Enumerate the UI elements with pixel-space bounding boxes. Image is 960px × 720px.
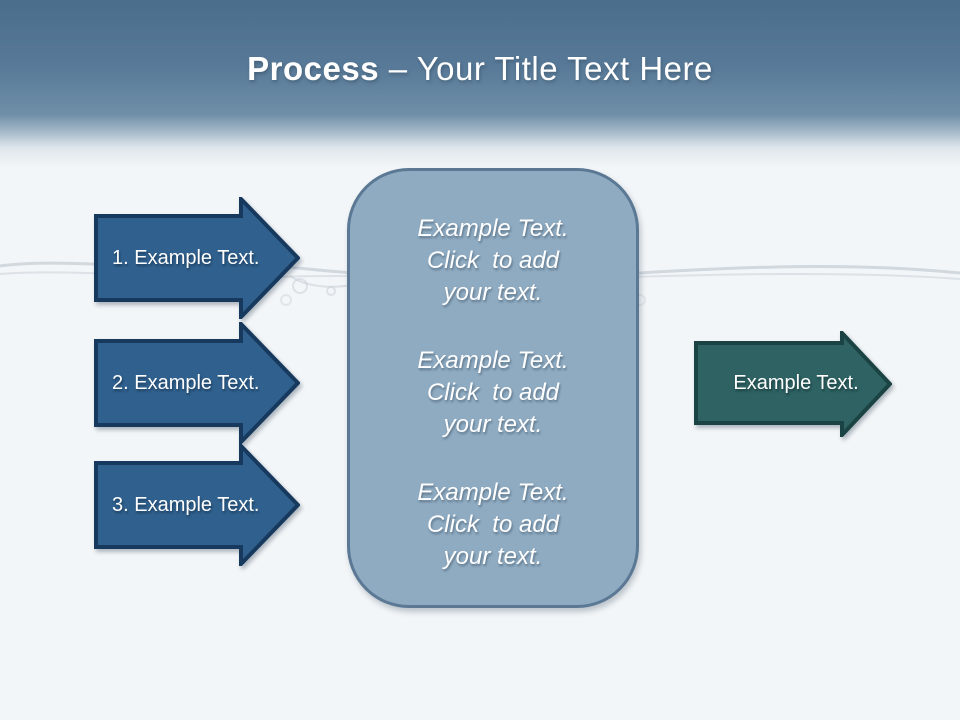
step-label-1: 1. Example Text. xyxy=(112,246,260,269)
result-arrow: Example Text. xyxy=(694,331,892,437)
panel-line: Example Text. xyxy=(417,479,569,506)
step-arrow-1: 1. Example Text. xyxy=(94,197,300,319)
panel-line: your text. xyxy=(443,279,543,306)
panel-text-block-1: Example Text. Click to add your text. xyxy=(417,213,568,309)
panel-line: your text. xyxy=(443,411,543,438)
slide-title: Process – Your Title Text Here xyxy=(0,0,960,88)
title-banner: Process – Your Title Text Here xyxy=(0,0,960,168)
step-label-2: 2. Example Text. xyxy=(112,371,260,394)
panel-line: your text. xyxy=(443,543,543,570)
arrow-right-icon xyxy=(94,444,300,566)
panel-text-block-2: Example Text. Click to add your text. xyxy=(417,345,568,441)
step-arrow-2: 2. Example Text. xyxy=(94,322,300,444)
arrow-right-icon xyxy=(94,197,300,319)
panel-line: Click to add xyxy=(426,379,560,406)
panel-line: Click to add xyxy=(426,511,560,538)
panel-line: Example Text. xyxy=(417,215,569,242)
panel-line: Click to add xyxy=(426,247,560,274)
panel-text-block-3: Example Text. Click to add your text. xyxy=(417,477,568,573)
step-label-3: 3. Example Text. xyxy=(112,493,260,516)
panel-line: Example Text. xyxy=(417,347,569,374)
result-arrow-label: Example Text. xyxy=(733,371,859,394)
detail-panel: Example Text. Click to add your text. Ex… xyxy=(347,168,639,608)
title-subtitle: – Your Title Text Here xyxy=(379,50,713,87)
title-emphasis: Process xyxy=(247,50,380,87)
arrow-right-icon xyxy=(94,322,300,444)
arrow-right-icon xyxy=(694,331,892,437)
step-arrow-3: 3. Example Text. xyxy=(94,444,300,566)
